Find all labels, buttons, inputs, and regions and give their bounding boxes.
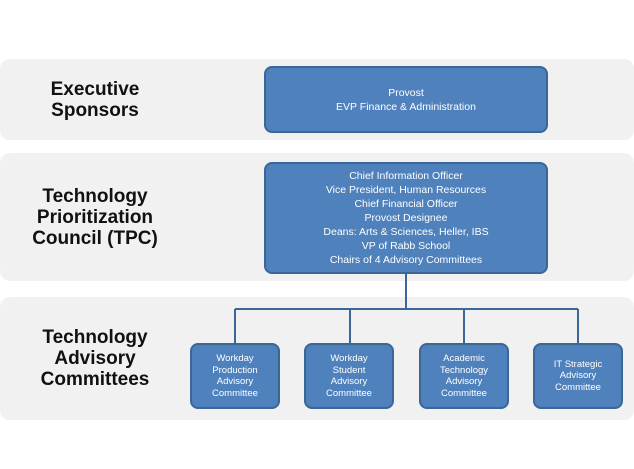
committee-label: Workday Production Advisory Committee (212, 353, 258, 399)
committee-box-it-strategic: IT Strategic Advisory Committee (533, 343, 623, 409)
tpc-line: Deans: Arts & Sciences, Heller, IBS (323, 226, 489, 238)
tier-label-advisory: Technology Advisory Committees (40, 327, 150, 390)
executive-line: Provost (388, 86, 424, 99)
tpc-line: Vice President, Human Resources (325, 184, 487, 196)
tpc-line: Chairs of 4 Advisory Committees (329, 254, 483, 266)
committee-label: Workday Student Advisory Committee (326, 353, 372, 399)
tpc-line: Provost Designee (364, 212, 448, 224)
tpc-line: Chief Information Officer (349, 170, 463, 182)
tpc-box: Chief Information Officer Vice President… (264, 162, 548, 274)
tier-label-tpc: Technology Prioritization Council (TPC) (32, 185, 158, 249)
committee-box-workday-student: Workday Student Advisory Committee (304, 343, 394, 409)
tier-label-executive: Executive Sponsors (50, 78, 140, 121)
executive-line: EVP Finance & Administration (336, 100, 476, 113)
committee-box-academic-technology: Academic Technology Advisory Committee (419, 343, 509, 409)
tpc-line: Chief Financial Officer (354, 198, 458, 210)
committee-label: Academic Technology Advisory Committee (439, 353, 489, 399)
committee-label: IT Strategic Advisory Committee (553, 358, 603, 393)
committee-box-workday-production: Workday Production Advisory Committee (190, 343, 280, 409)
tpc-line: VP of Rabb School (361, 240, 451, 252)
executive-sponsors-box: Provost EVP Finance & Administration (264, 66, 548, 133)
